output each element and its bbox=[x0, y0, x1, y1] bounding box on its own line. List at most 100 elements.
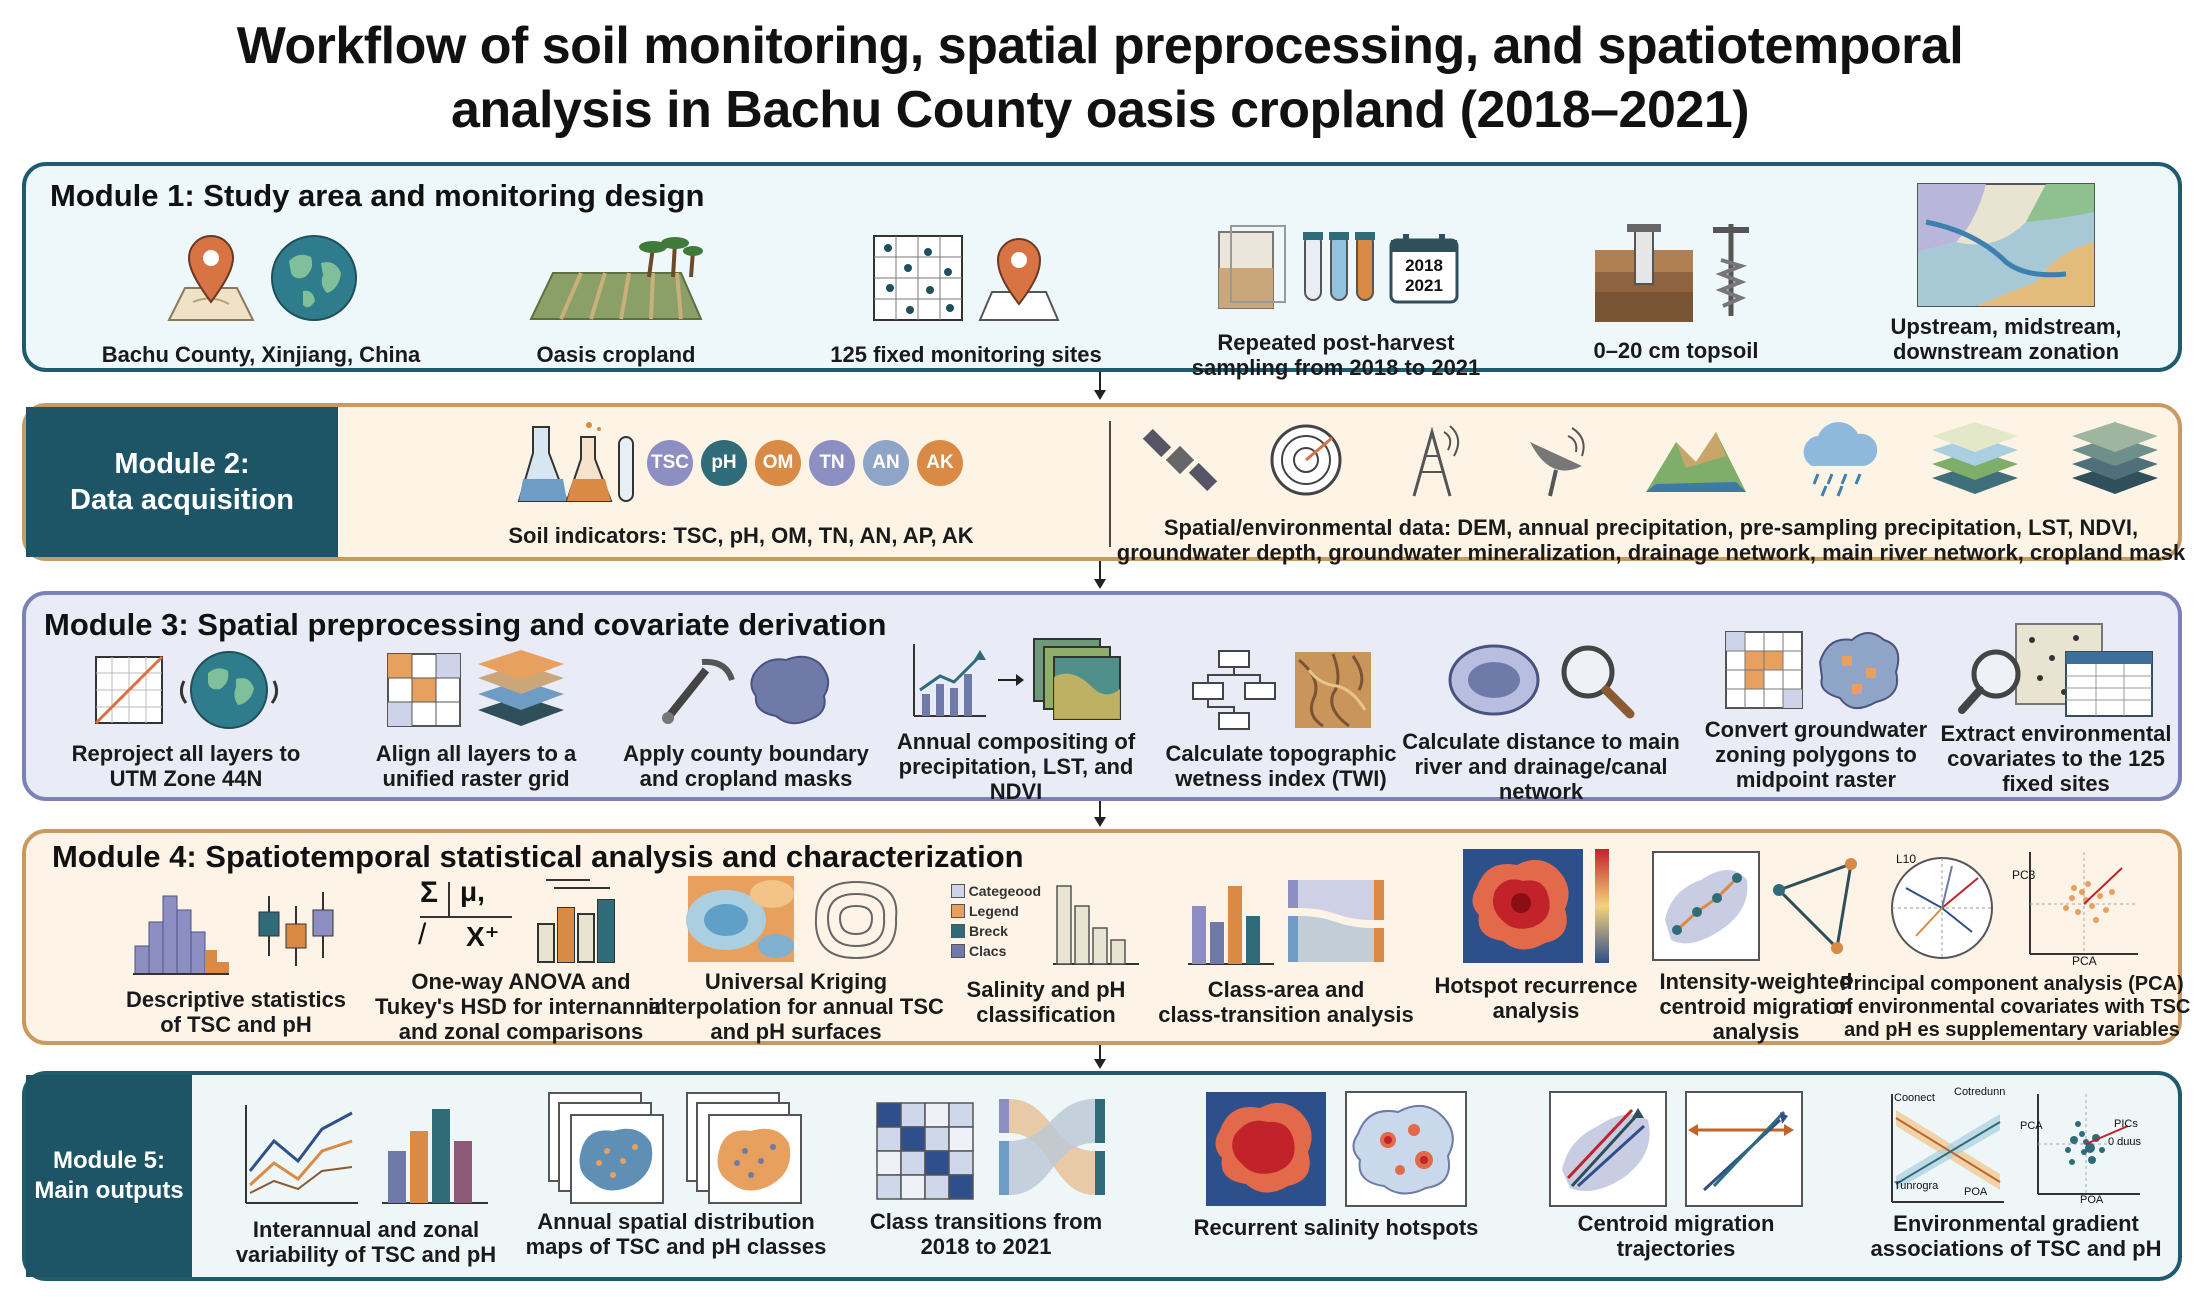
transition-sankey-icon bbox=[999, 1099, 1105, 1195]
pca-label-x: PCA bbox=[2072, 954, 2097, 968]
m1-caption-3: 125 fixed monitoring sites bbox=[830, 342, 1102, 367]
boxplot-icon bbox=[258, 892, 334, 966]
m1-monitoring-sites: 125 fixed monitoring sites bbox=[816, 228, 1116, 367]
module-5-panel: Module 5:Main outputs Interannual and zo… bbox=[22, 1071, 2182, 1281]
m4-caption-8: Principal component analysis (PCA)of env… bbox=[1833, 973, 2191, 1041]
gradient-label-4: POA bbox=[1964, 1186, 1988, 1198]
m2-spatial-caption: Spatial/environmental data: DEM, annual … bbox=[1116, 515, 2186, 565]
calendar-year-start: 2018 bbox=[1405, 256, 1443, 275]
class-area-chart-icon bbox=[1188, 886, 1274, 965]
pca-loading-plot: L10 bbox=[1882, 848, 2002, 968]
gradient-label-1: Coonect bbox=[1894, 1092, 1935, 1104]
badge-ph: pH bbox=[701, 440, 747, 486]
trajectory-map-2 bbox=[1685, 1091, 1803, 1207]
contour-icon bbox=[814, 880, 898, 960]
magnifier-icon bbox=[1561, 645, 1635, 719]
m5-gradient-associations: Coonect Cotredunn Tunrogra POA PCA PICs … bbox=[1866, 1086, 2166, 1261]
m1-caption-5: 0–20 cm topsoil bbox=[1593, 338, 1759, 363]
centroid-map-icon bbox=[1652, 851, 1760, 961]
spatial-map-stack-2 bbox=[686, 1092, 802, 1204]
radar-icon bbox=[1270, 424, 1342, 496]
test-tubes-icon bbox=[1303, 232, 1375, 301]
module-3-heading: Module 3: Spatial preprocessing and cova… bbox=[44, 607, 887, 642]
anova-formula-icon: Σ μ, / X⁺ bbox=[416, 874, 516, 964]
badge-tsc: TSC bbox=[647, 440, 693, 486]
module-2-side-label: Module 2:Data acquisition bbox=[26, 407, 338, 557]
badge-om: OM bbox=[755, 440, 801, 486]
m2-divider bbox=[1109, 421, 1111, 547]
antenna-tower-icon bbox=[1412, 425, 1460, 497]
zoning-grid-icon bbox=[1725, 631, 1803, 709]
extract-table-icon bbox=[1958, 623, 2153, 717]
county-boundary-icon bbox=[750, 655, 830, 725]
legend-row-1: Categeood bbox=[951, 881, 1041, 901]
gradient-label-2: Cotredunn bbox=[1954, 1086, 2006, 1098]
aligned-layers-icon bbox=[478, 650, 564, 726]
buffer-zone-icon bbox=[1448, 644, 1540, 716]
clip-tool-icon bbox=[662, 658, 735, 724]
legend-row-4: Clacs bbox=[951, 941, 1041, 961]
trajectory-map-1 bbox=[1549, 1091, 1667, 1207]
satellite-dish-icon bbox=[1530, 427, 1585, 497]
terrain-wetness-icon bbox=[1295, 652, 1371, 728]
reproject-globe-icon bbox=[179, 651, 279, 729]
gradient-label-pics: PICs bbox=[2114, 1118, 2138, 1130]
transition-matrix-icon bbox=[876, 1102, 974, 1200]
soil-core-icon bbox=[1595, 224, 1749, 322]
kriging-surface-icon bbox=[686, 876, 794, 962]
recurrent-hotspot-map-1 bbox=[1206, 1092, 1326, 1206]
sample-bag-icon bbox=[1218, 225, 1286, 309]
rain-cloud-icon bbox=[1803, 422, 1878, 497]
flow-arrow-1 bbox=[1094, 372, 1106, 400]
m4-pca: L10 PC3 PCA Principal component analysis… bbox=[1834, 845, 2190, 1042]
flow-arrow-4 bbox=[1094, 1045, 1106, 1069]
m1-caption-1: Bachu County, Xinjiang, China bbox=[101, 342, 421, 367]
map-pin-icon bbox=[167, 235, 255, 321]
gradient-pca-plot: PCA PICs 0 duus POA bbox=[2020, 1090, 2144, 1208]
pca-score-plot: PC3 PCA bbox=[2012, 848, 2142, 968]
hotspot-colorbar bbox=[1595, 849, 1609, 963]
gradient-axis-poa: POA bbox=[2080, 1194, 2104, 1206]
zonation-map-icon bbox=[1917, 183, 2095, 307]
spatial-map-stack-1 bbox=[548, 1092, 664, 1204]
m1-caption-6: Upstream, midstream,downstream zonation bbox=[1890, 314, 2122, 364]
m1-study-area: Bachu County, Xinjiang, China bbox=[66, 228, 456, 367]
module-1-panel: Module 1: Study area and monitoring desi… bbox=[22, 162, 2182, 380]
gradient-axis-pca: PCA bbox=[2020, 1120, 2043, 1132]
groundwater-polygon-icon bbox=[1818, 632, 1900, 709]
badge-an: AN bbox=[863, 440, 909, 486]
gradient-response-plot: Coonect Cotredunn Tunrogra POA bbox=[1888, 1086, 2008, 1208]
legend-row-3: Breck bbox=[951, 921, 1041, 941]
cropland-icon bbox=[529, 237, 703, 320]
pca-label-l10: L10 bbox=[1896, 852, 1917, 866]
module-5-side-label: Module 5:Main outputs bbox=[26, 1075, 192, 1277]
m2-spatial-data: Spatial/environmental data: DEM, annual … bbox=[1117, 417, 2185, 565]
site-grid-icon bbox=[873, 235, 963, 321]
terrain-dem-icon bbox=[1646, 432, 1746, 492]
gradient-label-3: Tunrogra bbox=[1894, 1180, 1939, 1192]
pca-label-pc3: PC3 bbox=[2012, 868, 2036, 882]
